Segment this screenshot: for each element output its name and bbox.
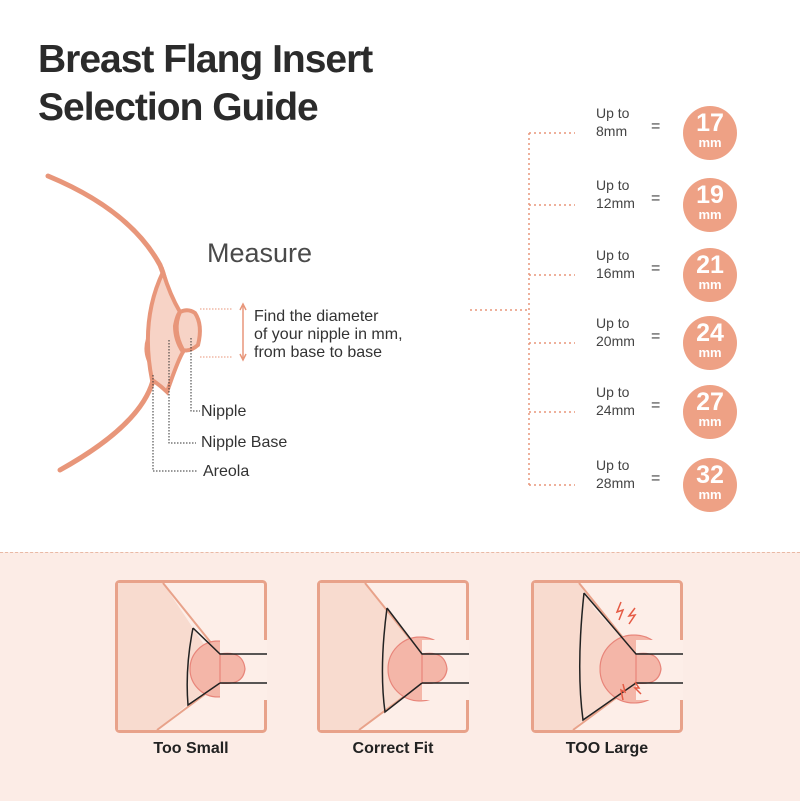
- size-value: 21: [696, 251, 724, 279]
- size-unit: mm: [698, 277, 722, 292]
- size-value: 17: [696, 109, 724, 137]
- bracket-lines: [470, 132, 575, 486]
- title-line-2: Selection Guide: [38, 86, 319, 129]
- size-unit: mm: [698, 207, 722, 222]
- size-value: 19: [696, 181, 724, 209]
- equals-sign: =: [651, 260, 661, 277]
- equals-sign: =: [651, 397, 661, 414]
- label-areola: Areola: [203, 463, 250, 480]
- fit-illustration: [115, 580, 267, 733]
- measure-description: Find the diameter of your nipple in mm, …: [254, 308, 403, 362]
- fit-label: Correct Fit: [352, 740, 434, 757]
- equals-sign: =: [651, 328, 661, 345]
- fit-illustration: [531, 580, 683, 733]
- size-unit: mm: [698, 487, 722, 502]
- label-nipple: Nipple: [201, 403, 247, 420]
- equals-sign: =: [651, 118, 661, 135]
- size-unit: mm: [698, 414, 722, 429]
- equals-sign: =: [651, 190, 661, 207]
- fit-illustration: [317, 580, 469, 733]
- size-unit: mm: [698, 345, 722, 360]
- size-value: 27: [696, 388, 724, 416]
- fit-label: Too Small: [153, 740, 229, 757]
- size-value: 24: [696, 319, 724, 347]
- desc-line: from base to base: [254, 344, 383, 361]
- size-value: 32: [696, 461, 724, 489]
- breast-diagram: [45, 132, 575, 486]
- equals-sign: =: [651, 470, 661, 487]
- title-line-1: Breast Flang Insert: [38, 38, 373, 81]
- size-unit: mm: [698, 135, 722, 150]
- desc-line: Find the diameter: [254, 308, 379, 325]
- measure-heading: Measure: [207, 238, 313, 268]
- fit-label: TOO Large: [565, 740, 649, 757]
- label-nipple-base: Nipple Base: [201, 434, 288, 451]
- desc-line: of your nipple in mm,: [254, 326, 403, 343]
- pain-icon: [615, 601, 642, 701]
